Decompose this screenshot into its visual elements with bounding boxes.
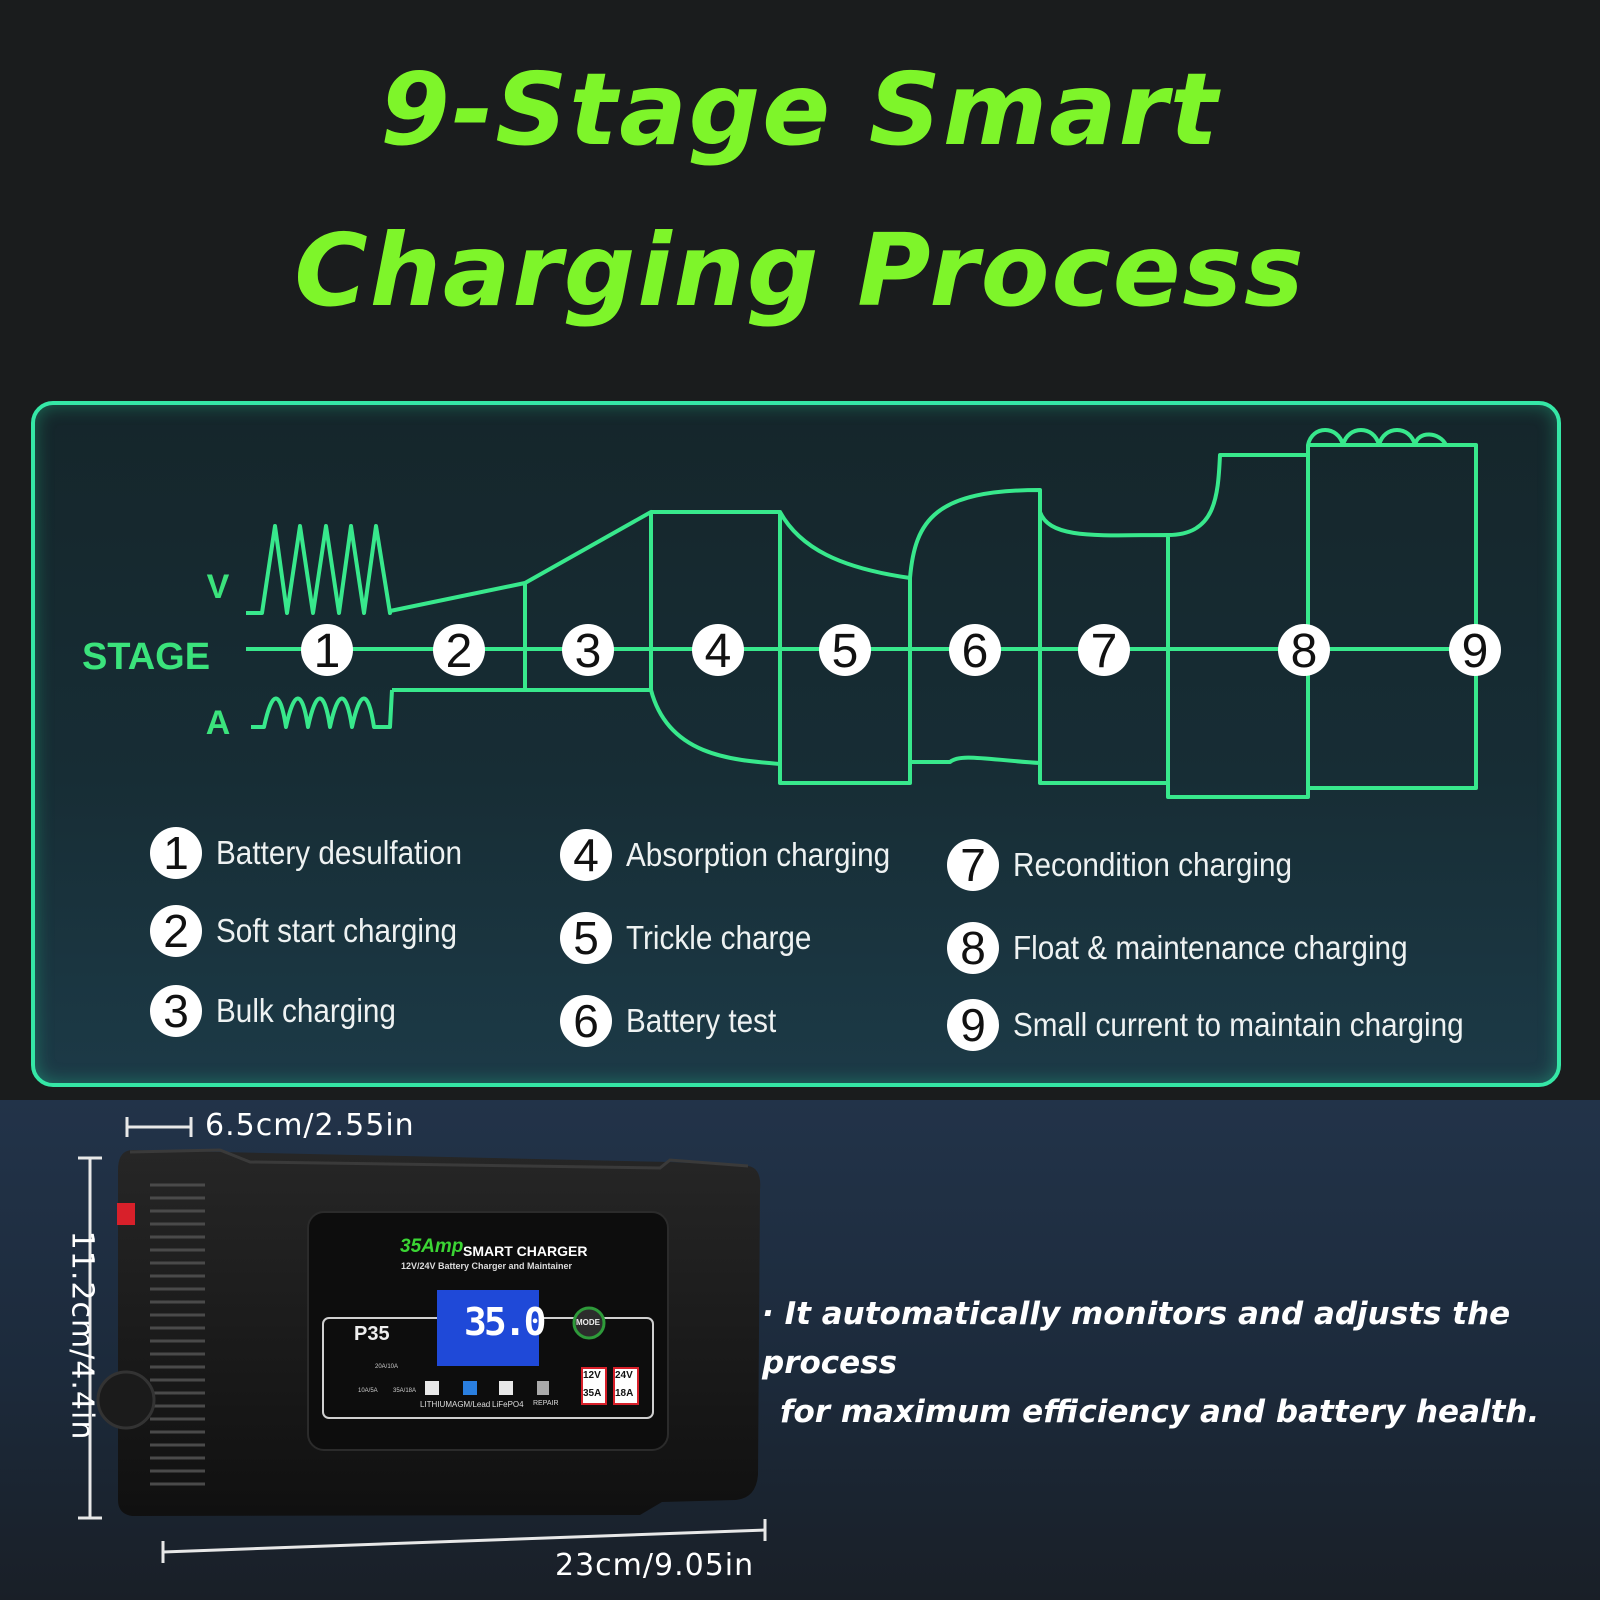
- legend-item-6: 6 Battery test: [560, 993, 793, 1049]
- stage-marker-number: 5: [832, 625, 859, 678]
- mode-indicator-icons: [425, 1381, 549, 1395]
- depth-dimension: 6.5cm/2.55in: [205, 1108, 415, 1143]
- legend-label: Float & maintenance charging: [1013, 929, 1408, 966]
- legend-number: 1: [150, 827, 202, 879]
- legend-item-8: 8 Float & maintenance charging: [947, 920, 1451, 976]
- stage-marker-9: [1449, 624, 1501, 676]
- rating-35a: 35A: [583, 1388, 602, 1399]
- 12v-rating-badge: [581, 1367, 607, 1405]
- product-name: SMART CHARGER: [463, 1243, 588, 1259]
- rating-18a: 18A: [615, 1388, 634, 1399]
- legend-number: 8: [947, 922, 999, 974]
- legend-number: 4: [560, 829, 612, 881]
- power-switch: [117, 1203, 135, 1225]
- legend-item-3: 3 Bulk charging: [150, 983, 416, 1039]
- stage-marker-number: 4: [705, 625, 732, 678]
- legend-number: 5: [560, 912, 612, 964]
- stage-marker-number: 6: [962, 625, 989, 678]
- product-subtitle: 12V/24V Battery Charger and Maintainer: [401, 1261, 573, 1271]
- legend-item-5: 5 Trickle charge: [560, 910, 832, 966]
- legend-item-9: 9 Small current to maintain charging: [947, 997, 1514, 1053]
- stage-markers: 1 2 3 4 5 6 7 8 9: [301, 624, 1501, 678]
- mode-label-repair: REPAIR: [533, 1400, 559, 1407]
- legend-number: 6: [560, 995, 612, 1047]
- legend-item-1: 1 Battery desulfation: [150, 825, 489, 881]
- legend-item-4: 4 Absorption charging: [560, 827, 920, 883]
- charger-top-edge: [129, 1148, 749, 1170]
- stage-marker-number: 9: [1462, 625, 1489, 678]
- legend-label: Bulk charging: [216, 992, 396, 1029]
- legend-number: 9: [947, 999, 999, 1051]
- stage-marker-8: [1278, 624, 1330, 676]
- legend-label: Soft start charging: [216, 912, 458, 949]
- stage-marker-number: 8: [1291, 625, 1318, 678]
- description-line-1: · It automatically monitors and adjusts …: [762, 1296, 1511, 1381]
- stage-marker-number: 3: [575, 625, 602, 678]
- voltage-current-waveform: [246, 428, 1478, 799]
- stage-marker-5: [819, 624, 871, 676]
- legend-number: 7: [947, 839, 999, 891]
- lcd-screen: [437, 1290, 539, 1366]
- legend-label: Absorption charging: [626, 836, 891, 873]
- description-line-2: for maximum efficiency and battery healt…: [780, 1394, 1540, 1430]
- rating-24v: 24V: [615, 1370, 633, 1381]
- title-line-2: Charging Process: [294, 212, 1306, 329]
- lcd-readout: 35.0: [464, 1300, 546, 1344]
- current-setting-label-1: 20A/10A: [375, 1364, 399, 1370]
- legend-label: Battery desulfation: [216, 834, 463, 871]
- mode-label-lithium: LITHIUM: [420, 1400, 452, 1409]
- current-setting-label-3: 35A/18A: [393, 1388, 417, 1394]
- mode-button: [572, 1306, 606, 1340]
- legend-number: 3: [150, 985, 202, 1037]
- 24v-rating-badge: [613, 1367, 639, 1405]
- stage-marker-6: [949, 624, 1001, 676]
- voltage-label: V: [207, 568, 230, 606]
- vent-grille: [150, 1183, 205, 1486]
- stage-marker-number: 2: [446, 625, 473, 678]
- mode-label-agm: AGM/Lead: [452, 1400, 491, 1409]
- stage-marker-7: [1078, 624, 1130, 676]
- width-dimension: 23cm/9.05in: [555, 1548, 755, 1583]
- mode-label-lifepo4: LiFePO4: [492, 1400, 524, 1409]
- feature-description: · It automatically monitors and adjusts …: [762, 1290, 1592, 1437]
- legend-label: Trickle charge: [626, 919, 812, 956]
- stage-marker-2: [433, 624, 485, 676]
- current-label: A: [206, 704, 231, 742]
- fan-housing: [96, 1370, 156, 1430]
- stage-marker-4: [692, 624, 744, 676]
- current-pulse-wave: [251, 689, 394, 729]
- legend-label: Small current to maintain charging: [1013, 1006, 1464, 1043]
- title-line-1: 9-Stage Smart: [380, 51, 1220, 168]
- legend-item-7: 7 Recondition charging: [947, 837, 1323, 893]
- legend-number: 2: [150, 905, 202, 957]
- stage-marker-number: 7: [1091, 625, 1118, 678]
- legend-item-2: 2 Soft start charging: [150, 903, 484, 959]
- stage-marker-number: 1: [314, 625, 341, 678]
- stage-marker-3: [562, 624, 614, 676]
- legend-label: Recondition charging: [1013, 846, 1293, 883]
- current-setting-label-2: 10A/5A: [358, 1388, 378, 1394]
- rating-12v: 12V: [583, 1370, 601, 1381]
- legend-label: Battery test: [626, 1002, 777, 1039]
- mode-button-label: MODE: [576, 1318, 600, 1327]
- brand-label: 35Amp: [400, 1236, 464, 1257]
- charging-stage-diagram: V A STAGE 1 2 3 4 5 6 7 8 9: [82, 428, 1501, 799]
- stage-marker-1: [301, 624, 353, 676]
- model-label: P35: [354, 1323, 390, 1345]
- stage-label: STAGE: [82, 636, 210, 678]
